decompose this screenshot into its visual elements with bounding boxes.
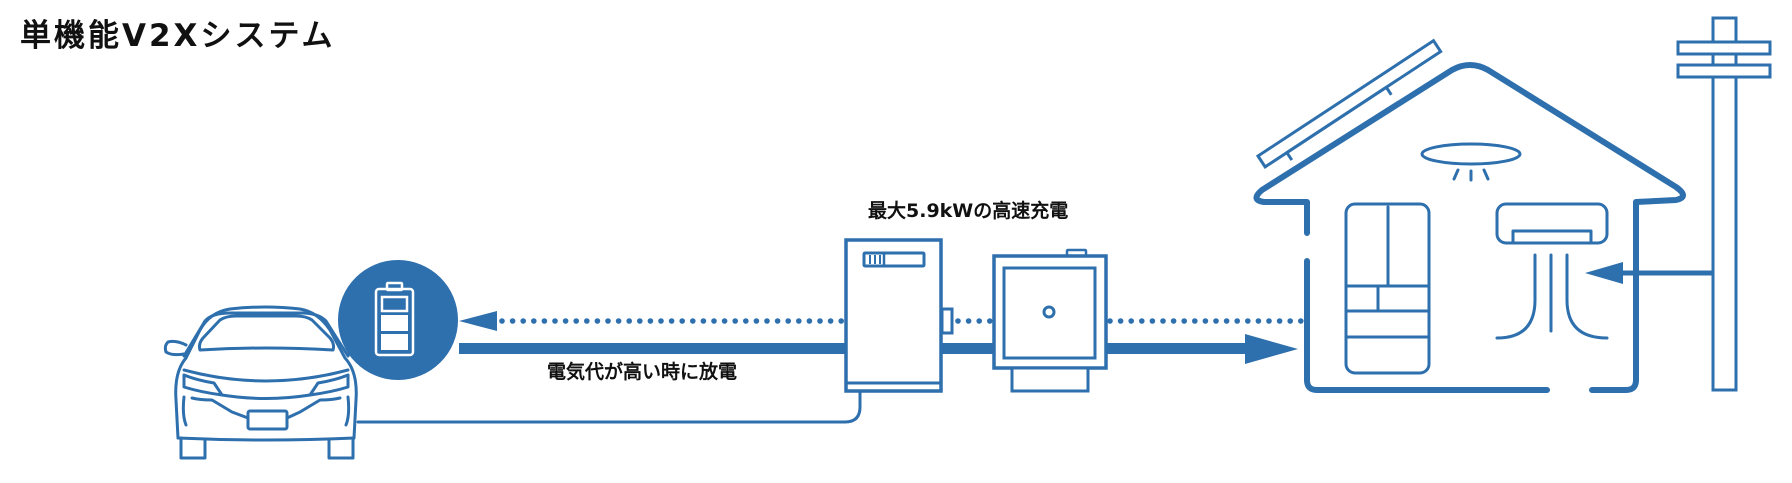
flow-dot bbox=[1170, 318, 1177, 324]
flow-dot bbox=[817, 318, 823, 324]
charging-cable bbox=[356, 390, 862, 424]
flow-dot bbox=[753, 318, 760, 324]
charge-arrowhead bbox=[459, 311, 497, 331]
car-icon bbox=[163, 305, 369, 460]
battery-bubble bbox=[338, 260, 458, 380]
distribution-board-icon bbox=[992, 248, 1108, 393]
flow-dot bbox=[785, 318, 791, 324]
flow-dot bbox=[1202, 318, 1209, 324]
grid-power-arrow bbox=[1585, 262, 1719, 284]
flow-dot bbox=[721, 318, 728, 324]
flow-dot bbox=[605, 318, 611, 324]
flow-dot bbox=[690, 318, 696, 324]
flow-dot bbox=[509, 318, 516, 324]
charge-flow-dotted-arrow bbox=[459, 311, 1304, 331]
battery-icon bbox=[374, 281, 415, 357]
discharge-flow-solid-arrow bbox=[459, 334, 1298, 364]
flow-dot bbox=[1213, 318, 1219, 324]
flow-dot bbox=[796, 318, 802, 324]
flow-dot bbox=[976, 318, 982, 324]
flow-dot bbox=[1160, 318, 1166, 324]
flow-dot bbox=[1117, 318, 1124, 324]
flow-dot bbox=[584, 318, 590, 324]
flow-dot bbox=[827, 318, 834, 324]
ceiling-light-icon bbox=[1420, 142, 1522, 166]
charge-dots-segment bbox=[499, 318, 844, 324]
flow-dot bbox=[1287, 318, 1293, 324]
discharge-bar-right bbox=[1107, 343, 1247, 354]
flow-dot bbox=[679, 318, 685, 324]
flow-dot bbox=[764, 318, 770, 324]
flow-dot bbox=[732, 318, 738, 324]
page-title: 単機能V2Xシステム bbox=[20, 18, 336, 54]
air-conditioner-icon bbox=[1495, 202, 1609, 340]
flow-dot bbox=[965, 318, 972, 324]
charge-label: 最大5.9kWの高速充電 bbox=[868, 200, 1069, 222]
flow-dot bbox=[1181, 318, 1187, 324]
flow-dot bbox=[626, 318, 632, 324]
battery-cell-empty bbox=[380, 295, 409, 313]
roof bbox=[1253, 62, 1686, 393]
flow-dot bbox=[562, 318, 569, 324]
flow-dot bbox=[1192, 318, 1198, 324]
flow-dot bbox=[573, 318, 579, 324]
v2x-unit-icon bbox=[844, 238, 954, 393]
flow-dot bbox=[987, 318, 993, 324]
flow-dot bbox=[594, 318, 601, 324]
utility-pole-icon bbox=[1676, 16, 1772, 392]
solar-panel-icon bbox=[1255, 38, 1443, 169]
flow-dot bbox=[520, 318, 526, 324]
discharge-bar-left bbox=[459, 343, 846, 354]
flow-dot bbox=[1266, 318, 1272, 324]
charge-dots-segment bbox=[1107, 318, 1304, 324]
flow-dot bbox=[541, 318, 548, 324]
flow-dot bbox=[1298, 318, 1304, 324]
flow-dot bbox=[615, 318, 622, 324]
house-icon bbox=[1253, 62, 1686, 393]
flow-dot bbox=[1149, 318, 1156, 324]
flow-dot bbox=[743, 318, 749, 324]
discharge-arrowhead bbox=[1245, 334, 1298, 364]
discharge-label: 電気代が高い時に放電 bbox=[547, 361, 738, 383]
refrigerator-icon bbox=[1344, 202, 1431, 375]
flow-dot bbox=[668, 318, 675, 324]
flow-dot bbox=[711, 318, 717, 324]
flow-dot bbox=[806, 318, 813, 324]
charge-dots-segment bbox=[955, 318, 993, 324]
flow-dot bbox=[552, 318, 558, 324]
flow-dot bbox=[1107, 318, 1113, 324]
flow-dot bbox=[1139, 318, 1145, 324]
flow-dot bbox=[700, 318, 707, 324]
flow-dot bbox=[1255, 318, 1262, 324]
battery-cell-full bbox=[381, 334, 408, 350]
floor-left bbox=[1304, 258, 1550, 393]
flow-dot bbox=[1234, 318, 1240, 324]
flow-dot bbox=[531, 318, 537, 324]
flow-dot bbox=[499, 318, 505, 324]
license-plate bbox=[246, 409, 289, 431]
flow-dot bbox=[1223, 318, 1230, 324]
flow-dot bbox=[1245, 318, 1251, 324]
discharge-bar-mid bbox=[942, 343, 994, 354]
flow-dot bbox=[1276, 318, 1283, 324]
flow-dot bbox=[647, 318, 654, 324]
side-connector bbox=[940, 307, 954, 335]
flow-dot bbox=[774, 318, 781, 324]
flow-dot bbox=[955, 318, 961, 324]
flow-dot bbox=[1128, 318, 1134, 324]
flow-dot bbox=[838, 318, 844, 324]
flow-dot bbox=[658, 318, 664, 324]
flow-dot bbox=[637, 318, 643, 324]
battery-cell-full bbox=[381, 315, 408, 331]
